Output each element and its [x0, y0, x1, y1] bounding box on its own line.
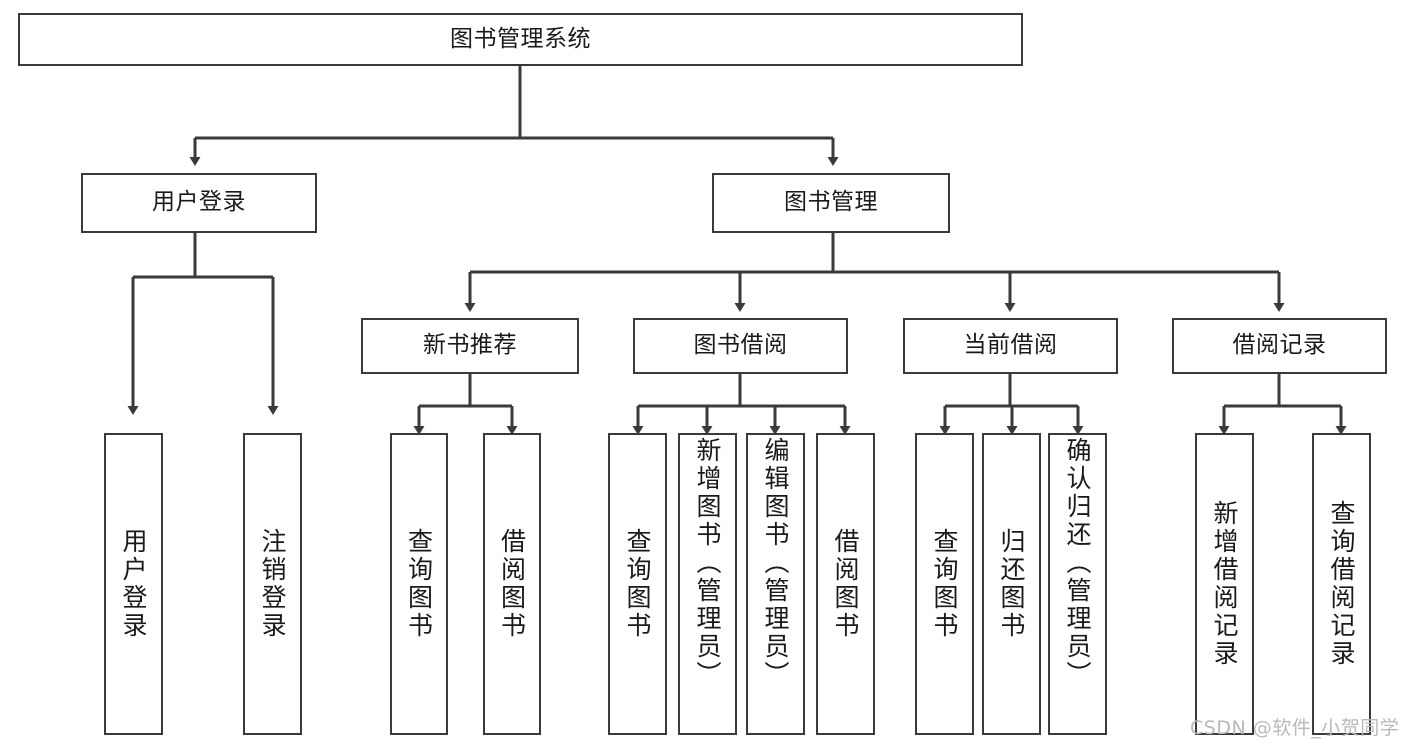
- leaf-add-book-admin-label: 新增图书（管理员）: [693, 437, 722, 689]
- leaf-add-book-admin[interactable]: 新增图书（管理员）: [678, 433, 737, 735]
- node-book-management-label: 图书管理: [784, 189, 878, 216]
- node-root-system[interactable]: 图书管理系统: [18, 13, 1023, 66]
- connectors-borrow-to-leaves: [632, 374, 851, 435]
- connectors-newbook-to-leaves: [413, 374, 518, 435]
- node-book-borrow[interactable]: 图书借阅: [633, 318, 848, 374]
- connectors-root-to-level2: [189, 66, 839, 166]
- leaf-user-login-label: 用户登录: [119, 528, 148, 640]
- leaf-query-book-current[interactable]: 查询图书: [915, 433, 974, 735]
- leaf-return-book-label: 归还图书: [997, 528, 1026, 640]
- node-user-login[interactable]: 用户登录: [81, 173, 317, 233]
- connectors-bookmgmt-to-level3: [464, 233, 1285, 312]
- leaf-query-book-recommend[interactable]: 查询图书: [390, 433, 448, 735]
- leaf-query-book-borrow[interactable]: 查询图书: [608, 433, 667, 735]
- connectors-current-to-leaves: [939, 374, 1084, 435]
- node-new-book-recommend-label: 新书推荐: [423, 332, 517, 359]
- leaf-user-login[interactable]: 用户登录: [104, 433, 163, 735]
- node-user-login-label: 用户登录: [152, 189, 246, 216]
- connectors-userlogin-to-leaves: [127, 233, 279, 415]
- leaf-query-book-borrow-label: 查询图书: [623, 528, 652, 640]
- node-book-borrow-label: 图书借阅: [693, 332, 788, 359]
- leaf-confirm-return-admin[interactable]: 确认归还（管理员）: [1048, 433, 1107, 735]
- leaf-add-borrow-record[interactable]: 新增借阅记录: [1195, 433, 1254, 735]
- csdn-watermark: CSDN @软件_小贺同学: [1190, 717, 1400, 739]
- leaf-edit-book-admin[interactable]: 编辑图书（管理员）: [746, 433, 805, 735]
- node-root-label: 图书管理系统: [450, 25, 591, 52]
- leaf-confirm-return-admin-label: 确认归还（管理员）: [1063, 437, 1092, 689]
- node-current-borrow[interactable]: 当前借阅: [903, 318, 1118, 374]
- leaf-return-book[interactable]: 归还图书: [982, 433, 1041, 735]
- leaf-borrow-book-recommend-label: 借阅图书: [497, 528, 527, 640]
- leaf-edit-book-admin-label: 编辑图书（管理员）: [761, 437, 790, 689]
- leaf-logout[interactable]: 注销登录: [243, 433, 302, 735]
- leaf-borrow-book[interactable]: 借阅图书: [816, 433, 875, 735]
- leaf-query-borrow-record-label: 查询借阅记录: [1327, 500, 1356, 668]
- leaf-query-book-current-label: 查询图书: [930, 528, 959, 640]
- leaf-logout-label: 注销登录: [258, 528, 287, 640]
- leaf-add-borrow-record-label: 新增借阅记录: [1210, 500, 1239, 668]
- node-borrow-records-label: 借阅记录: [1232, 332, 1327, 359]
- node-current-borrow-label: 当前借阅: [963, 332, 1058, 359]
- leaf-query-book-recommend-label: 查询图书: [404, 528, 434, 640]
- connectors-records-to-leaves: [1218, 374, 1347, 435]
- node-borrow-records[interactable]: 借阅记录: [1172, 318, 1387, 374]
- node-new-book-recommend[interactable]: 新书推荐: [361, 318, 579, 374]
- leaf-query-borrow-record[interactable]: 查询借阅记录: [1312, 433, 1371, 735]
- leaf-borrow-book-recommend[interactable]: 借阅图书: [483, 433, 541, 735]
- leaf-borrow-book-label: 借阅图书: [831, 528, 860, 640]
- node-book-management[interactable]: 图书管理: [712, 173, 950, 233]
